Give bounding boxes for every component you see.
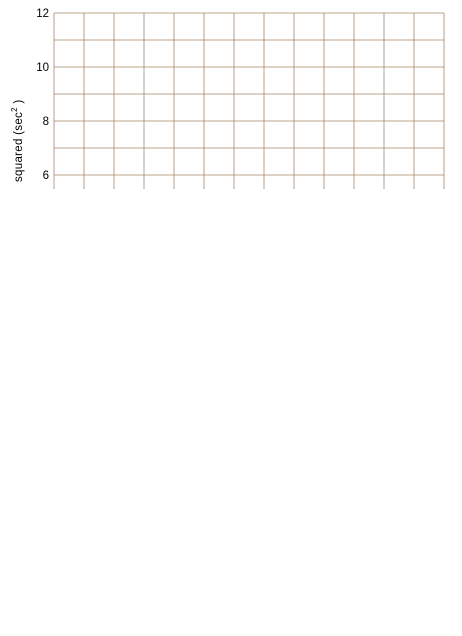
- y-tick-label: 10: [36, 62, 49, 74]
- y-tick-label: 8: [43, 116, 49, 128]
- y-axis-label-close: ): [13, 100, 25, 108]
- y-axis-label-exponent: 2: [10, 107, 19, 112]
- y-tick-label: 6: [43, 170, 49, 182]
- y-tick-label: 12: [36, 8, 49, 20]
- y-axis-label: squared (sec2 ): [10, 100, 25, 182]
- chart-grid: [53, 12, 445, 189]
- y-axis-ticks: 6 8 10 12: [36, 8, 49, 182]
- y-axis-label-main: squared (sec: [13, 112, 25, 182]
